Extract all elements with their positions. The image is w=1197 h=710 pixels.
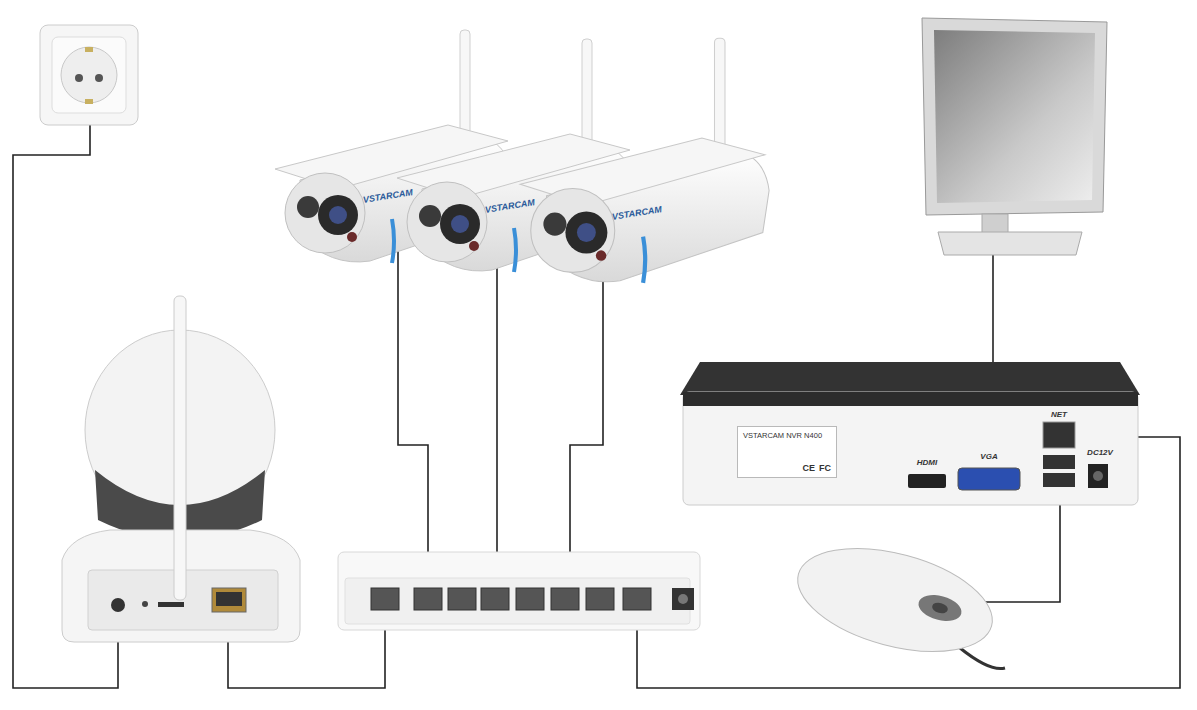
nvr-recorder <box>680 362 1140 505</box>
cert-row: CE FC <box>743 463 831 473</box>
monitor <box>922 18 1107 255</box>
camera-logo: VSTARCAM <box>363 195 413 205</box>
network-switch <box>338 552 700 630</box>
port-label: HDMI <box>917 458 937 467</box>
port-label: VGA <box>980 452 997 461</box>
cert-mark: FC <box>819 463 831 473</box>
wall-socket <box>40 25 138 125</box>
camera-logo: VSTARCAM <box>485 205 535 215</box>
nvr-sticker: VSTARCAM NVR N400CE FC <box>737 426 837 478</box>
port-label: NET <box>1051 410 1067 419</box>
ptz-camera <box>62 296 300 642</box>
model-label: VSTARCAM NVR N400 <box>743 431 831 440</box>
bullet-cameras <box>275 30 769 283</box>
camera-logo: VSTARCAM <box>612 212 662 222</box>
mouse <box>787 530 1005 671</box>
brand-logo: VSTARCAM <box>611 204 662 222</box>
brand-logo: VSTARCAM <box>484 197 535 215</box>
port-label: DC12V <box>1087 448 1113 457</box>
brand-logo: VSTARCAM <box>362 187 413 205</box>
cert-mark: CE <box>802 463 815 473</box>
